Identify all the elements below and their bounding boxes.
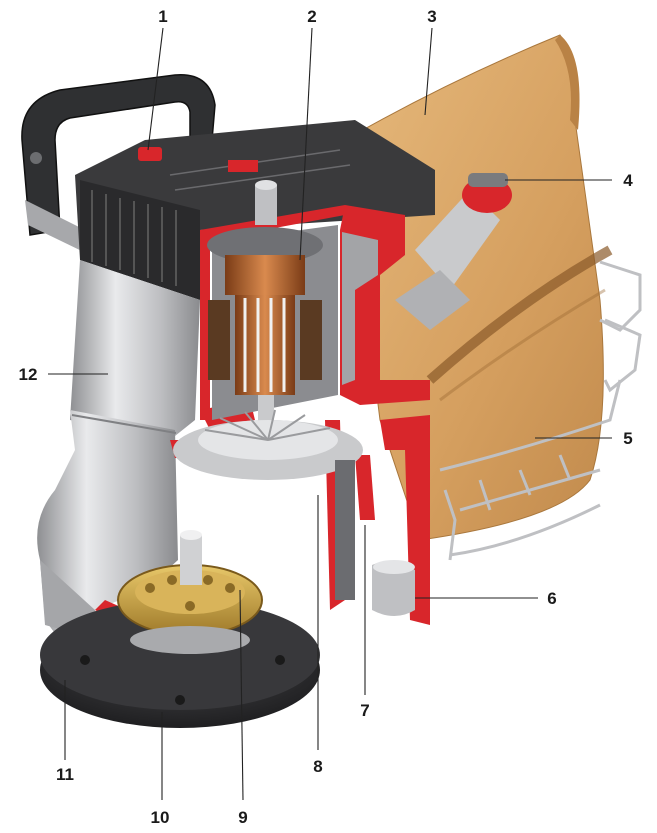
motor-armature-shape	[207, 180, 323, 435]
dust-bag	[344, 34, 613, 541]
handle-shape	[21, 74, 216, 255]
leader-line-3	[424, 27, 433, 116]
extraction-nozzle	[395, 173, 512, 330]
callout-3: 3	[427, 7, 436, 26]
grinding-plate-shape	[40, 600, 320, 728]
leader-line-2	[299, 27, 313, 261]
callout-6: 6	[547, 589, 556, 608]
leader-line-9	[239, 589, 244, 801]
gear-shape	[117, 530, 263, 654]
callout-11: 11	[56, 765, 74, 784]
cooling-fan	[173, 409, 363, 480]
callout-8: 8	[313, 757, 322, 776]
leader-line-1	[147, 27, 164, 151]
callout-9: 9	[238, 808, 247, 827]
drive-shaft	[335, 460, 415, 616]
callout-1: 1	[158, 7, 167, 26]
callout-12: 12	[19, 365, 38, 384]
callout-2: 2	[307, 7, 316, 26]
leader-lines	[48, 27, 612, 801]
callout-7: 7	[360, 701, 369, 720]
wire-basket	[439, 260, 642, 561]
callout-4: 4	[623, 171, 633, 190]
callout-10: 10	[151, 808, 170, 827]
callout-labels: 1 2 3 4 5 6 7 8 9 10 11 12	[19, 7, 634, 827]
callout-5: 5	[623, 429, 632, 448]
